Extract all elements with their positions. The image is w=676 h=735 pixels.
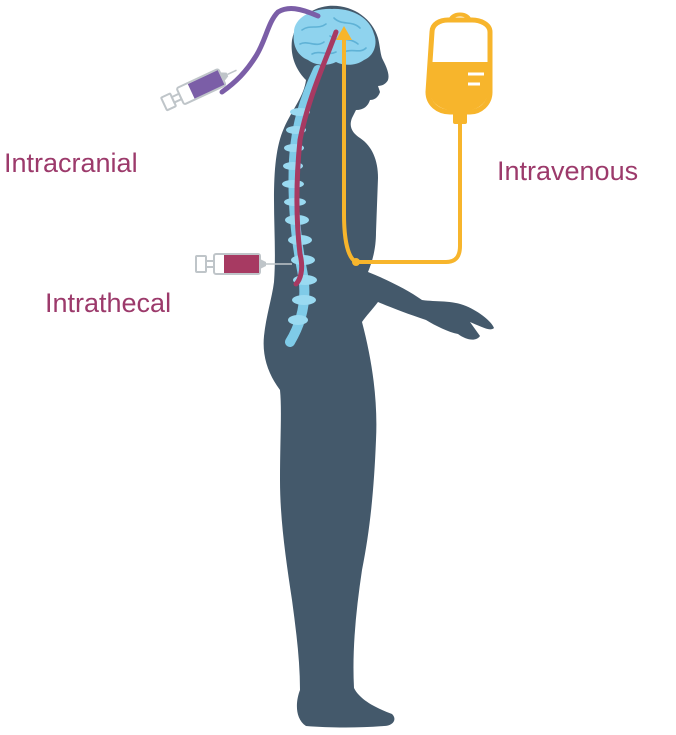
intravenous-label: Intravenous: [497, 158, 638, 185]
intrathecal-label: Intrathecal: [45, 290, 171, 317]
intracranial-label: Intracranial: [4, 150, 138, 177]
iv-bag-icon: [428, 15, 490, 125]
